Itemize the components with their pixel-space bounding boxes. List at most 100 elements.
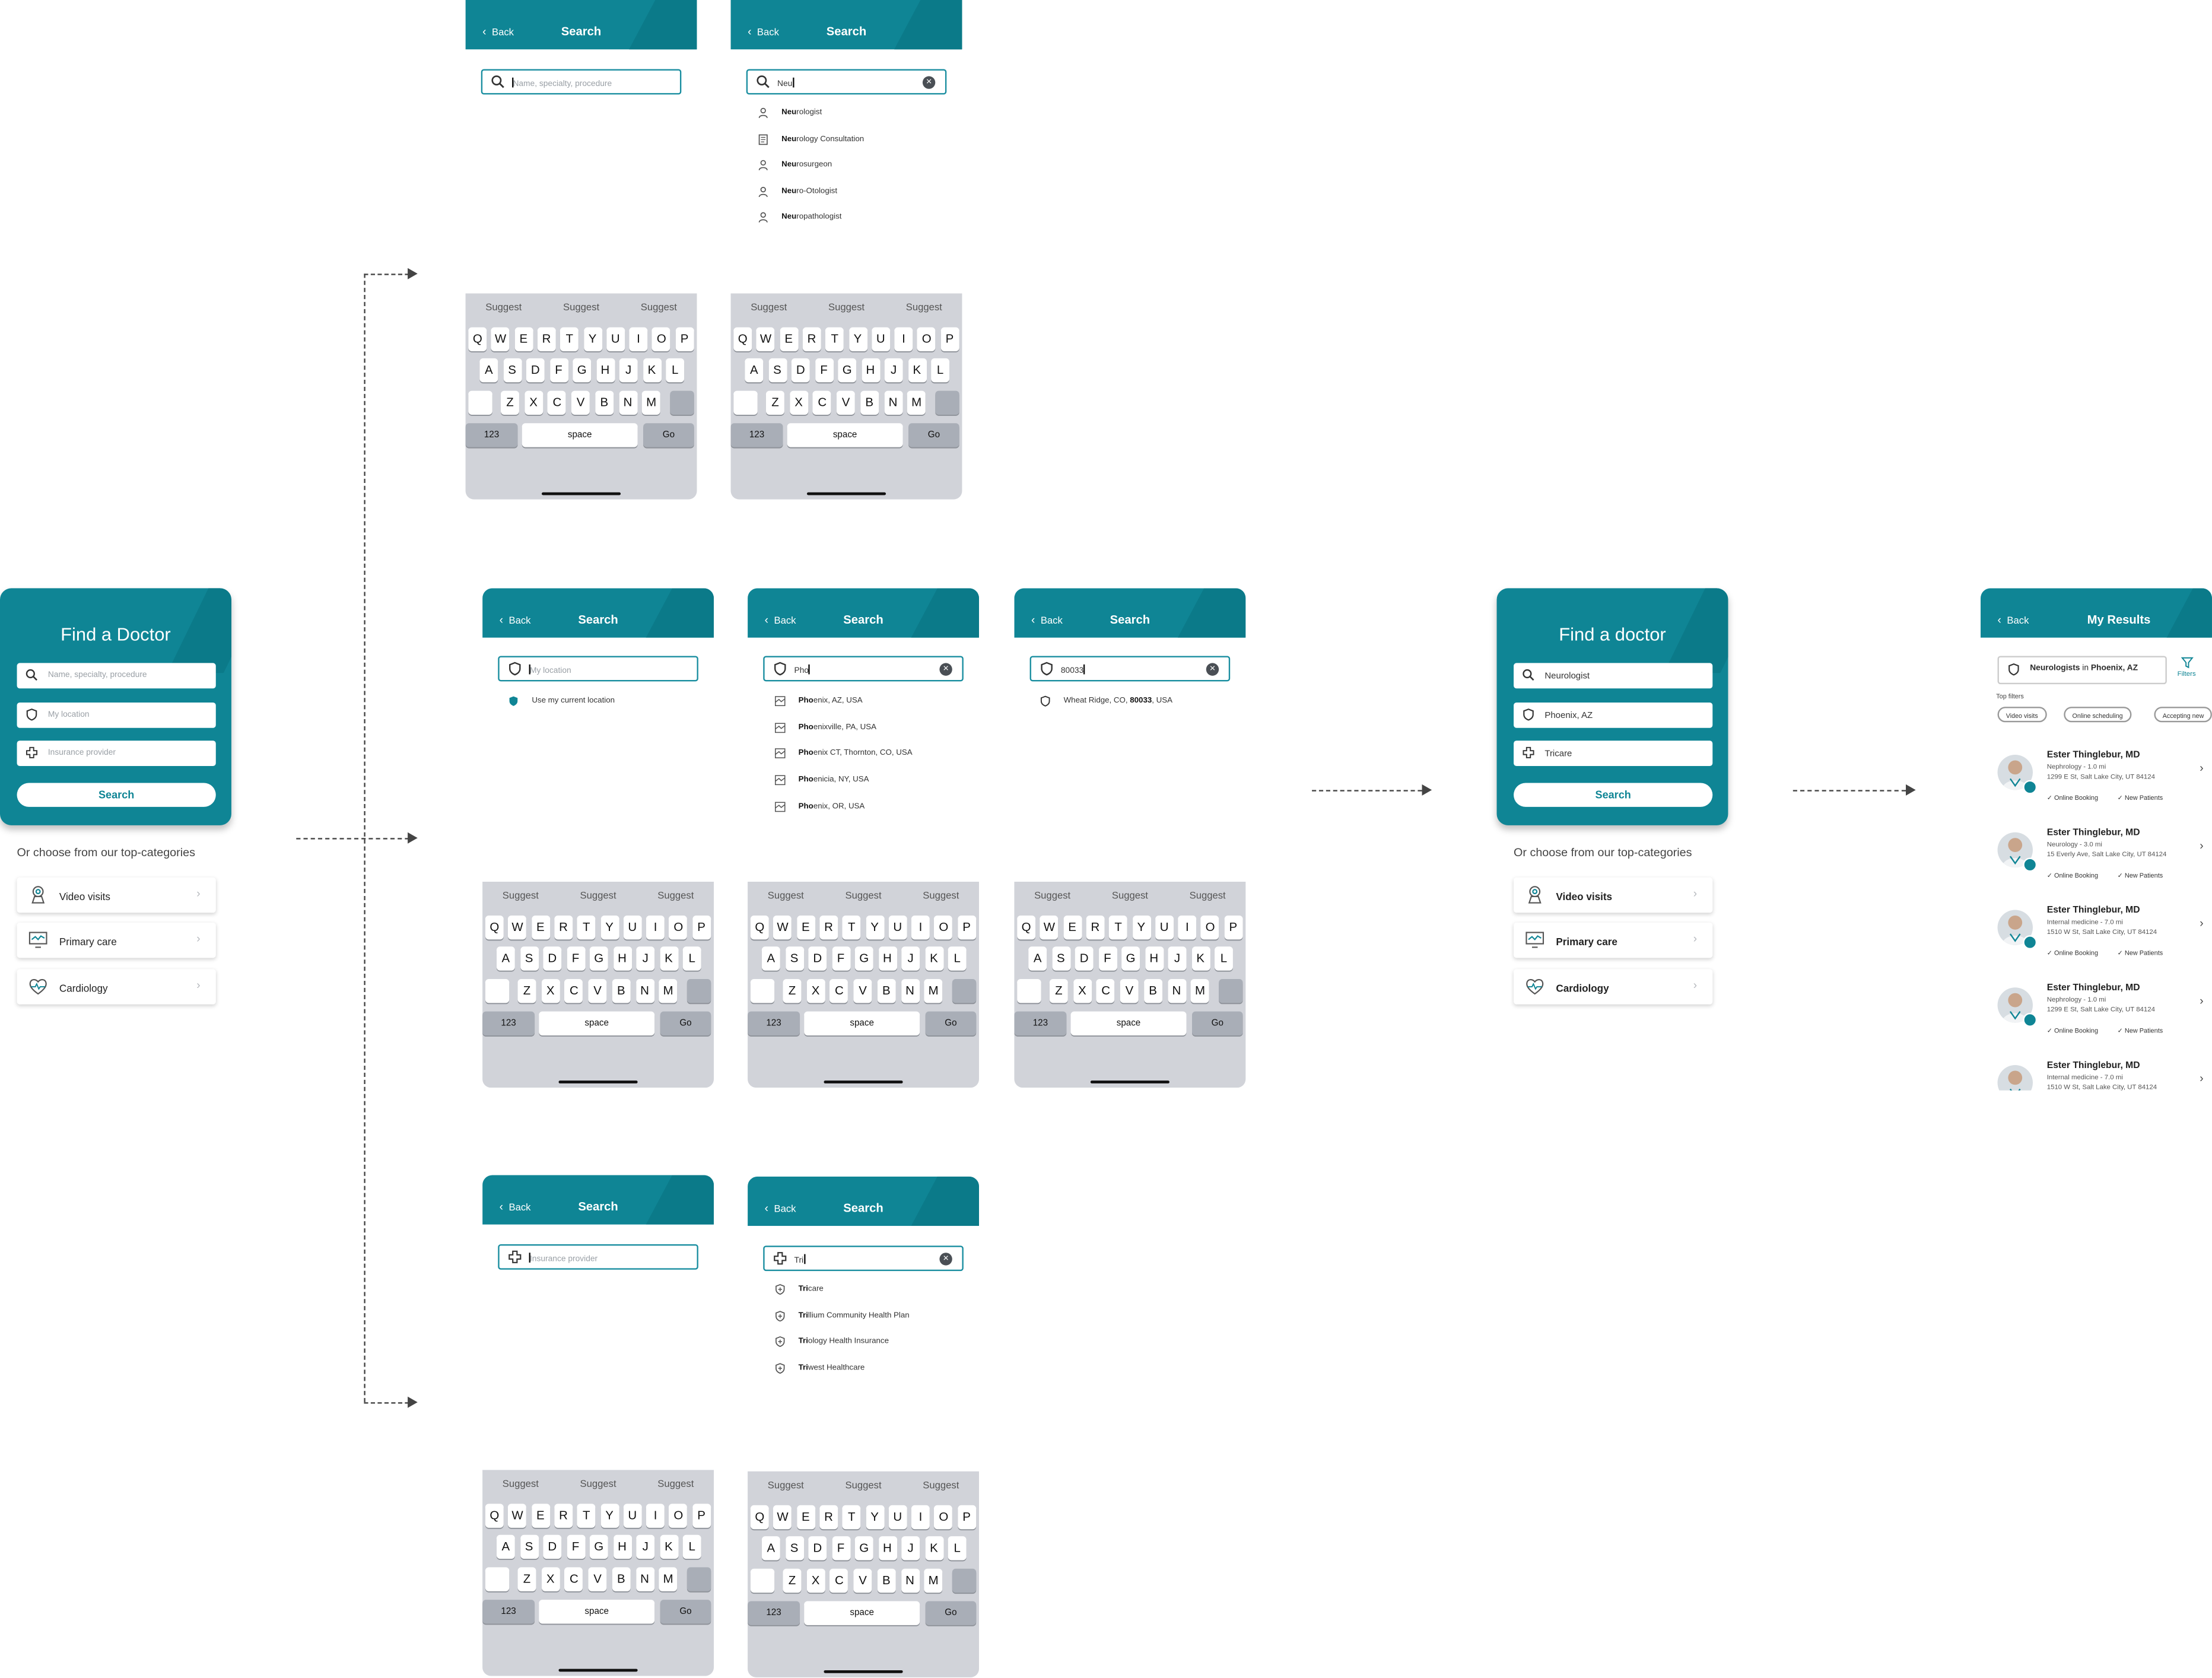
key-x[interactable]: X <box>524 390 543 415</box>
key-z[interactable]: Z <box>765 390 784 415</box>
key-g[interactable]: G <box>854 946 873 971</box>
key-o[interactable]: O <box>1201 915 1220 940</box>
key-t[interactable]: T <box>577 915 596 940</box>
insurance-input[interactable]: Insurance provider <box>17 741 216 766</box>
key-n[interactable]: N <box>635 978 654 1003</box>
key-u[interactable]: U <box>888 915 907 940</box>
key-o[interactable]: O <box>669 915 688 940</box>
keyboard-suggestion[interactable]: Suggest <box>1034 891 1071 902</box>
key-y[interactable]: Y <box>848 327 867 351</box>
numbers-key[interactable]: 123 <box>748 1011 800 1036</box>
keyboard-suggestion[interactable]: Suggest <box>580 1479 616 1490</box>
key-t[interactable]: T <box>560 327 579 351</box>
key-p[interactable]: P <box>692 915 711 940</box>
keyboard-suggestion[interactable]: Suggest <box>657 891 694 902</box>
key-l[interactable]: L <box>1215 946 1233 971</box>
key-j[interactable]: J <box>636 1534 655 1559</box>
key-t[interactable]: T <box>577 1504 596 1528</box>
key-e[interactable]: E <box>779 327 798 351</box>
key-g[interactable]: G <box>854 1536 873 1561</box>
category-cardiology[interactable]: Cardiology› <box>1514 969 1713 1005</box>
shift-key[interactable] <box>485 1567 510 1591</box>
location-search-input[interactable]: Pho× <box>763 656 964 682</box>
key-h[interactable]: H <box>613 1534 631 1559</box>
key-f[interactable]: F <box>566 946 585 971</box>
key-x[interactable]: X <box>806 978 825 1003</box>
keyboard-suggestion[interactable]: Suggest <box>923 891 959 902</box>
key-n[interactable]: N <box>901 978 919 1003</box>
key-v[interactable]: V <box>853 1568 872 1593</box>
key-a[interactable]: A <box>761 1536 780 1561</box>
insurance-search-input[interactable]: Tri× <box>763 1245 964 1272</box>
keyboard-suggestion[interactable]: Suggest <box>502 891 539 902</box>
space-key[interactable]: space <box>1070 1011 1187 1036</box>
key-c[interactable]: C <box>1097 978 1115 1003</box>
location-input[interactable]: Phoenix, AZ <box>1514 702 1713 728</box>
category-cardiology[interactable]: Cardiology› <box>17 969 216 1005</box>
key-i[interactable]: I <box>646 915 665 940</box>
key-c[interactable]: C <box>548 390 567 415</box>
key-r[interactable]: R <box>802 327 821 351</box>
numbers-key[interactable]: 123 <box>748 1601 800 1625</box>
key-j[interactable]: J <box>1168 946 1187 971</box>
key-f[interactable]: F <box>1098 946 1117 971</box>
key-z[interactable]: Z <box>783 1568 802 1593</box>
back-button[interactable]: ‹Back <box>764 614 796 627</box>
search-button[interactable]: Search <box>17 783 216 807</box>
space-key[interactable]: space <box>804 1601 920 1625</box>
keyboard-suggestion[interactable]: Suggest <box>1189 891 1226 902</box>
key-n[interactable]: N <box>618 390 637 415</box>
key-x[interactable]: X <box>1073 978 1092 1003</box>
key-t[interactable]: T <box>825 327 844 351</box>
key-z[interactable]: Z <box>517 978 536 1003</box>
key-b[interactable]: B <box>877 1568 896 1593</box>
key-w[interactable]: W <box>508 1504 527 1528</box>
key-y[interactable]: Y <box>583 327 602 351</box>
key-r[interactable]: R <box>1086 915 1105 940</box>
backspace-key[interactable] <box>1219 978 1243 1003</box>
key-i[interactable]: I <box>911 915 930 940</box>
keyboard-suggestion[interactable]: Suggest <box>657 1479 694 1490</box>
shift-key[interactable] <box>485 978 510 1003</box>
key-i[interactable]: I <box>911 1505 930 1530</box>
key-d[interactable]: D <box>791 358 810 383</box>
key-o[interactable]: O <box>934 915 953 940</box>
key-e[interactable]: E <box>531 1504 550 1528</box>
key-x[interactable]: X <box>541 978 560 1003</box>
key-o[interactable]: O <box>652 327 671 351</box>
keyboard-suggestion[interactable]: Suggest <box>502 1479 539 1490</box>
key-m[interactable]: M <box>659 1567 678 1591</box>
key-s[interactable]: S <box>503 358 522 383</box>
key-n[interactable]: N <box>901 1568 919 1593</box>
back-button[interactable]: ‹Back <box>748 25 779 39</box>
backspace-key[interactable] <box>952 978 977 1003</box>
chip-online-scheduling[interactable]: Online scheduling <box>2064 707 2131 723</box>
key-r[interactable]: R <box>819 915 838 940</box>
key-x[interactable]: X <box>789 390 808 415</box>
clear-icon[interactable]: × <box>939 662 952 675</box>
key-y[interactable]: Y <box>865 1505 884 1530</box>
key-l[interactable]: L <box>682 946 701 971</box>
go-key[interactable]: Go <box>908 423 959 447</box>
key-o[interactable]: O <box>669 1504 688 1528</box>
key-n[interactable]: N <box>635 1567 654 1591</box>
key-m[interactable]: M <box>907 390 926 415</box>
key-d[interactable]: D <box>526 358 545 383</box>
go-key[interactable]: Go <box>925 1011 977 1036</box>
key-t[interactable]: T <box>842 1505 861 1530</box>
key-u[interactable]: U <box>888 1505 907 1530</box>
key-j[interactable]: J <box>619 358 638 383</box>
key-z[interactable]: Z <box>517 1567 536 1591</box>
key-s[interactable]: S <box>520 946 539 971</box>
key-m[interactable]: M <box>924 978 943 1003</box>
space-key[interactable]: space <box>539 1011 655 1036</box>
key-o[interactable]: O <box>934 1505 953 1530</box>
name-specialty-input[interactable]: Name, specialty, procedure <box>17 663 216 689</box>
key-g[interactable]: G <box>1121 946 1140 971</box>
shift-key[interactable] <box>750 978 775 1003</box>
key-g[interactable]: G <box>589 1534 608 1559</box>
key-u[interactable]: U <box>623 1504 642 1528</box>
space-key[interactable]: space <box>522 423 638 447</box>
key-e[interactable]: E <box>796 1505 815 1530</box>
filters-button[interactable]: Filters <box>2172 656 2201 682</box>
